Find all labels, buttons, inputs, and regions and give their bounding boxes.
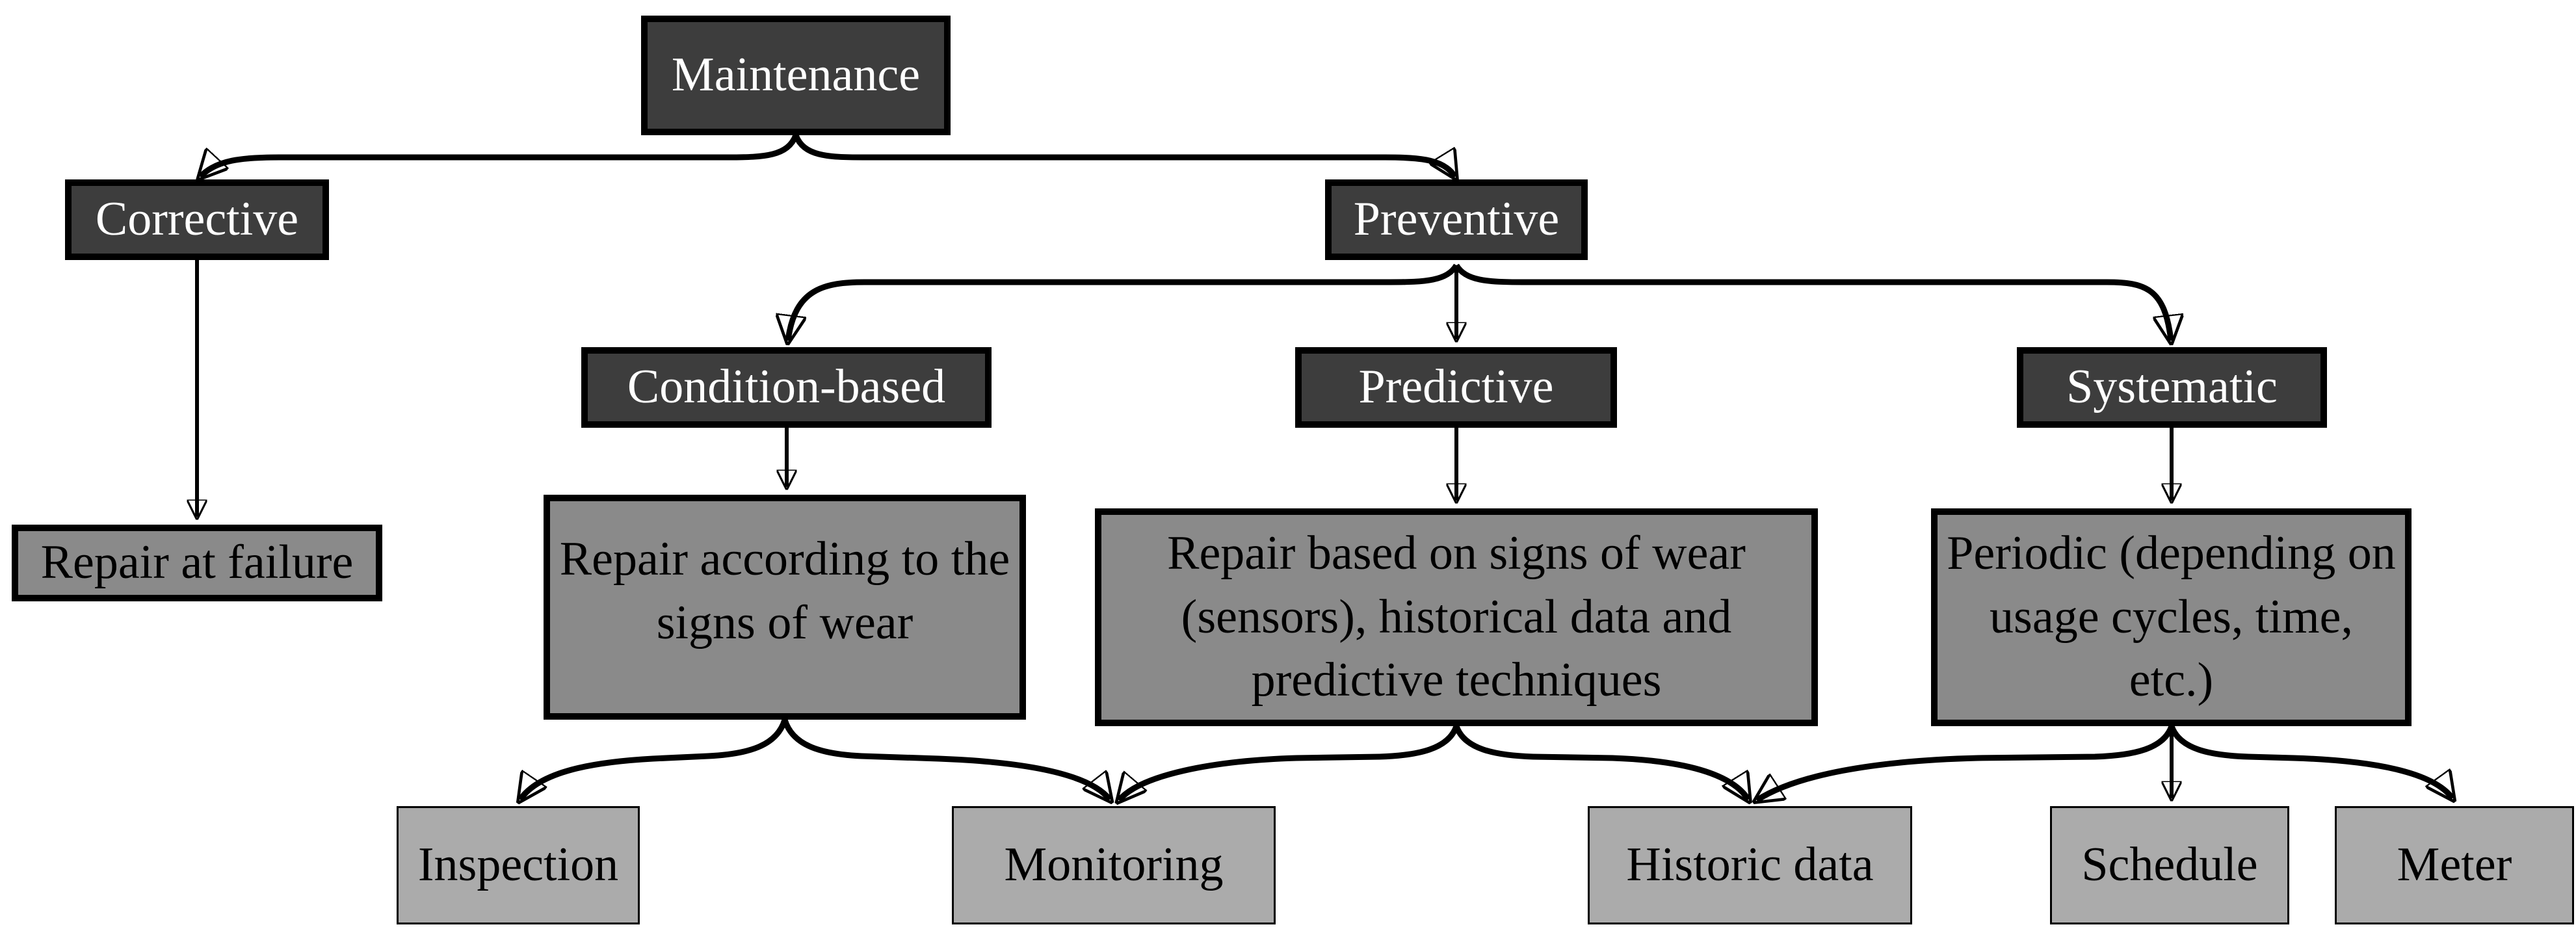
node-corrective: Corrective	[65, 179, 329, 260]
node-predictive: Predictive	[1295, 347, 1617, 428]
edge-repair-based-monitoring	[1119, 725, 1460, 800]
node-periodic: Periodic (depending on usage cycles, tim…	[1931, 508, 2412, 726]
edge-repair-according-inspection	[520, 718, 788, 800]
node-inspection: Inspection	[397, 806, 640, 924]
edge-repair-based-historic-data	[1453, 725, 1748, 800]
edge-repair-according-monitoring	[782, 718, 1110, 800]
node-preventive: Preventive	[1325, 179, 1588, 260]
edge-periodic-historic-data	[1757, 725, 2175, 800]
node-historic-data: Historic data	[1588, 806, 1912, 924]
node-schedule: Schedule	[2050, 806, 2289, 924]
node-maintenance: Maintenance	[641, 16, 951, 135]
edge-maintenance-corrective	[200, 134, 799, 177]
node-monitoring: Monitoring	[952, 806, 1276, 924]
node-repair-based-on-signs-of-wear: Repair based on signs of wear (sensors),…	[1095, 508, 1818, 726]
node-meter: Meter	[2335, 806, 2574, 924]
node-condition-based: Condition-based	[581, 347, 992, 428]
node-systematic: Systematic	[2017, 347, 2327, 428]
node-repair-according-to-signs-of-wear: Repair according to the signs of wear	[544, 495, 1026, 720]
node-repair-at-failure: Repair at failure	[12, 525, 382, 601]
edge-maintenance-preventive	[793, 134, 1455, 177]
edge-preventive-condition-based	[788, 263, 1459, 341]
edge-preventive-systematic	[1454, 263, 2171, 341]
edge-periodic-meter	[2168, 725, 2452, 798]
